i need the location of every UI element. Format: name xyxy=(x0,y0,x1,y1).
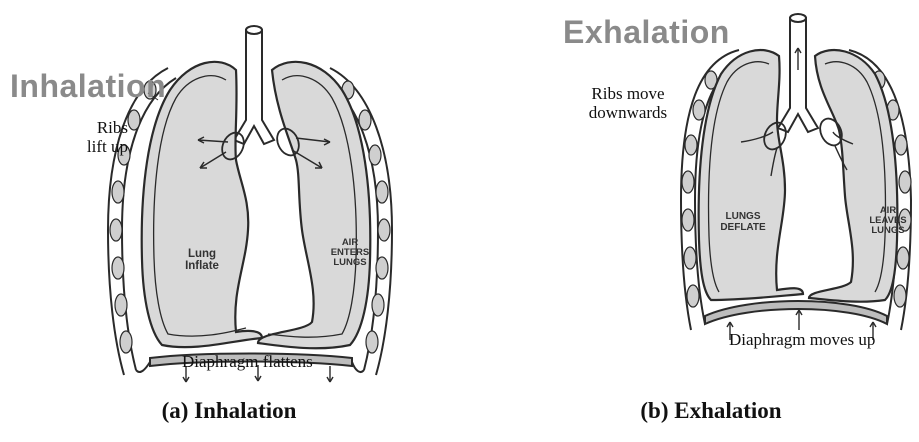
caption-exhalation: (b) Exhalation xyxy=(606,398,816,424)
caption-inhalation: (a) Inhalation xyxy=(124,398,334,424)
air-enters-label: AIR ENTERS LUNGS xyxy=(325,238,375,268)
ribs-down-label: Ribs move downwards xyxy=(573,84,683,122)
ribs-down-line2: downwards xyxy=(573,103,683,122)
diaphragm-edge-right xyxy=(352,362,364,372)
lung-inflate-line2: Inflate xyxy=(172,260,232,272)
inhalation-panel: Inhalation Ribs lift up Lung Inflate AIR… xyxy=(0,0,459,442)
air-leaves-line3: LUNGS xyxy=(863,226,913,236)
lungs-deflate-line2: DEFLATE xyxy=(713,223,773,234)
exhalation-panel: Exhalation Ribs move downwards LUNGS DEF… xyxy=(459,0,919,442)
lungs-deflate-label: LUNGS DEFLATE xyxy=(713,212,773,233)
diaphragm xyxy=(705,301,887,324)
inhalation-heading: Inhalation xyxy=(10,68,166,105)
lung-inflate-label: Lung Inflate xyxy=(172,248,232,272)
exhalation-heading: Exhalation xyxy=(563,14,730,51)
diaphragm-moves-up-label: Diaphragm moves up xyxy=(729,330,875,349)
ribs-lift-line1: Ribs xyxy=(60,118,128,137)
ribs-lift-line2: lift up xyxy=(60,137,128,156)
lungs-deflate-line1: LUNGS xyxy=(713,212,773,223)
right-lung xyxy=(258,62,370,348)
trachea xyxy=(234,26,274,144)
left-lung xyxy=(699,50,803,300)
lung-inflate-line1: Lung xyxy=(172,248,232,260)
diaphragm-flattens-label: Diaphragm flattens xyxy=(182,352,313,371)
trachea xyxy=(778,14,818,132)
exhalation-diagram xyxy=(459,0,919,442)
air-enters-line3: LUNGS xyxy=(325,258,375,268)
ribs-down-line1: Ribs move xyxy=(573,84,683,103)
diaphragm-edge-left xyxy=(136,362,150,372)
right-lung xyxy=(809,50,897,302)
air-leaves-label: AIR LEAVES LUNGS xyxy=(863,206,913,236)
inhalation-diagram xyxy=(0,0,459,442)
ribs-lift-label: Ribs lift up xyxy=(60,118,128,156)
